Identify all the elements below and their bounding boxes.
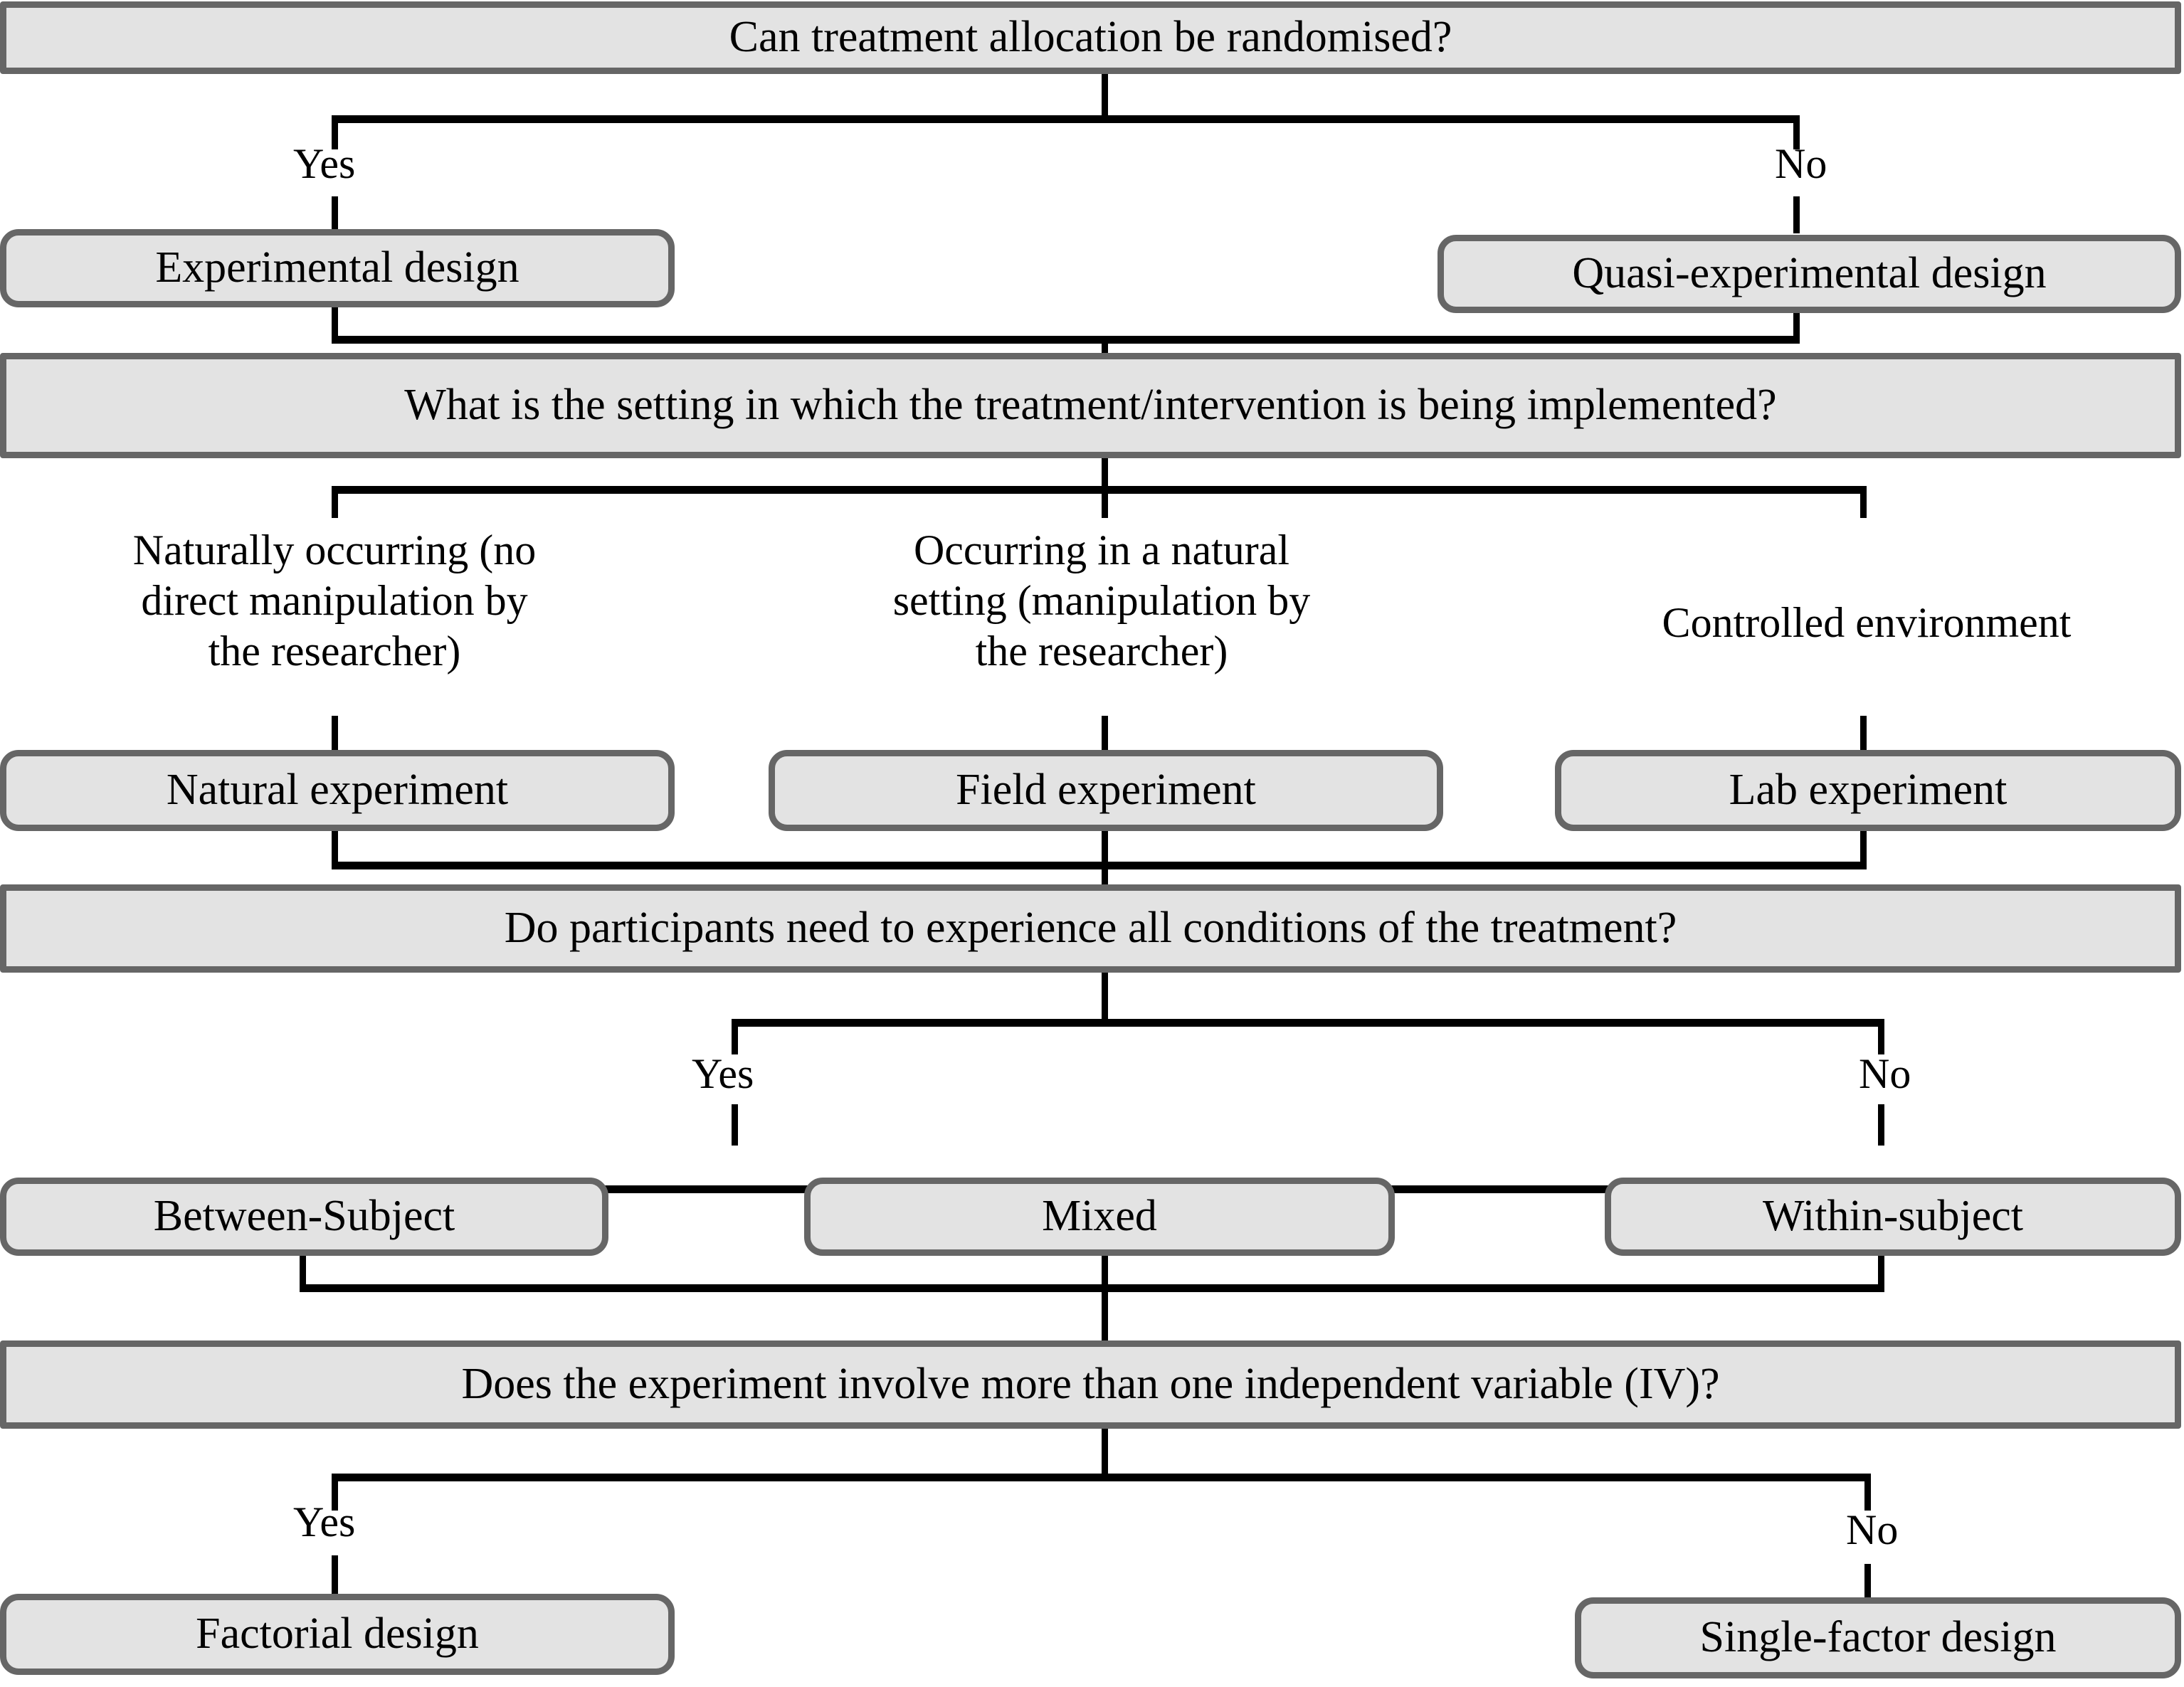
edge-label-line: setting (manipulation by xyxy=(892,576,1311,624)
edge-label-line: Occurring in a natural xyxy=(913,527,1290,573)
connector-exp-design-down xyxy=(332,306,338,342)
node-between-subject: Between-Subject xyxy=(0,1178,608,1256)
connector-field-exp-out xyxy=(1102,831,1108,865)
edge-label-q1-yes: Yes xyxy=(293,140,356,187)
connector-lab-exp-in xyxy=(1860,716,1867,754)
connector-q3-no-drop xyxy=(1878,1019,1884,1054)
edge-label-line: Naturally occurring (no xyxy=(132,527,537,573)
node-factorial-design: Factorial design xyxy=(0,1594,675,1675)
connector-q1-no-drop xyxy=(1793,115,1800,149)
node-mixed: Mixed xyxy=(804,1178,1395,1256)
connector-q3-yes-stub xyxy=(732,1104,738,1146)
connector-natural-exp-in xyxy=(332,716,338,754)
connector-merge-stem-q3 xyxy=(1102,862,1108,889)
connector-field-exp-in xyxy=(1102,716,1108,754)
edge-label-line: Controlled environment xyxy=(1662,599,2072,646)
edge-label-q2-controlled-environment: Controlled environment xyxy=(1593,598,2141,648)
edge-label-q3-no: No xyxy=(1859,1050,1911,1097)
node-lab-experiment: Lab experiment xyxy=(1555,750,2181,831)
node-label: Lab experiment xyxy=(1729,766,2008,815)
node-label: Does the experiment involve more than on… xyxy=(461,1360,1720,1409)
connector-q1-yes-into-box xyxy=(332,196,338,233)
node-label: Mixed xyxy=(1042,1192,1157,1241)
node-label: What is the setting in which the treatme… xyxy=(404,381,1777,430)
node-within-subject: Within-subject xyxy=(1605,1178,2181,1256)
connector-factorial-in xyxy=(332,1555,338,1597)
connector-q3-yes-drop xyxy=(732,1019,738,1054)
edge-label-q3-yes: Yes xyxy=(692,1050,754,1097)
connector-q1-split xyxy=(332,115,1800,123)
connector-between-subject-out xyxy=(300,1256,306,1288)
node-label: Quasi-experimental design xyxy=(1572,249,2047,298)
connector-lab-exp-out xyxy=(1860,831,1867,865)
node-natural-experiment: Natural experiment xyxy=(0,750,675,831)
connector-q3-stem xyxy=(1102,973,1108,1024)
node-question-randomisation: Can treatment allocation be randomised? xyxy=(0,1,2181,74)
node-label: Can treatment allocation be randomised? xyxy=(729,13,1452,62)
connector-within-subject-out xyxy=(1878,1256,1884,1288)
node-label: Experimental design xyxy=(155,243,519,292)
edge-label-q1-no: No xyxy=(1775,140,1827,187)
connector-q2-right-drop xyxy=(1860,486,1867,518)
node-field-experiment: Field experiment xyxy=(769,750,1443,831)
connector-q1-no-into-box xyxy=(1793,196,1800,233)
node-label: Within-subject xyxy=(1763,1192,2023,1241)
node-label: Do participants need to experience all c… xyxy=(504,904,1677,953)
connector-merge-to-q2 xyxy=(332,336,1800,344)
node-experimental-design: Experimental design xyxy=(0,229,675,307)
connector-merge-stem-q4 xyxy=(1102,1284,1108,1343)
connector-q4-yes-drop xyxy=(332,1474,338,1511)
connector-q2-left-drop xyxy=(332,486,338,518)
edge-label-q2-naturally-occurring: Naturally occurring (no direct manipulat… xyxy=(71,525,598,676)
edge-label-q4-no: No xyxy=(1846,1506,1899,1553)
node-label: Natural experiment xyxy=(166,766,509,815)
edge-label-line: the researcher) xyxy=(208,627,461,675)
node-quasi-experimental-design: Quasi-experimental design xyxy=(1437,235,2181,313)
connector-q2-stem xyxy=(1102,458,1108,491)
connector-q3-no-stub xyxy=(1878,1104,1884,1146)
connector-q4-no-drop xyxy=(1864,1474,1871,1511)
connector-single-factor-in xyxy=(1864,1564,1871,1599)
edge-label-line: the researcher) xyxy=(975,627,1228,675)
edge-label-q2-natural-setting: Occurring in a natural setting (manipula… xyxy=(838,525,1365,676)
node-label: Between-Subject xyxy=(153,1192,455,1241)
edge-label-q4-yes: Yes xyxy=(293,1498,356,1545)
connector-mixed-out xyxy=(1102,1256,1108,1288)
edge-label-line: direct manipulation by xyxy=(141,576,528,624)
node-question-all-conditions: Do participants need to experience all c… xyxy=(0,884,2181,973)
node-label: Single-factor design xyxy=(1699,1613,2057,1662)
node-label: Field experiment xyxy=(956,766,1256,815)
connector-q4-stem xyxy=(1102,1429,1108,1480)
connector-merge-to-q4 xyxy=(300,1284,1884,1292)
node-single-factor-design: Single-factor design xyxy=(1575,1597,2181,1678)
connector-q1-yes-drop xyxy=(332,115,338,149)
connector-q4-split xyxy=(332,1474,1871,1481)
connector-merge-to-q3 xyxy=(332,862,1867,869)
node-label: Factorial design xyxy=(196,1609,479,1659)
connector-q2-split xyxy=(332,486,1867,494)
connector-q3-split xyxy=(732,1019,1884,1027)
connector-q1-stem xyxy=(1102,74,1108,121)
connector-q2-mid-drop xyxy=(1102,486,1108,518)
connector-natural-exp-out xyxy=(332,831,338,865)
connector-merge-stem-q2 xyxy=(1102,336,1108,356)
connector-quasi-design-down xyxy=(1793,312,1800,342)
node-question-setting: What is the setting in which the treatme… xyxy=(0,353,2181,458)
node-question-independent-variable: Does the experiment involve more than on… xyxy=(0,1340,2181,1429)
